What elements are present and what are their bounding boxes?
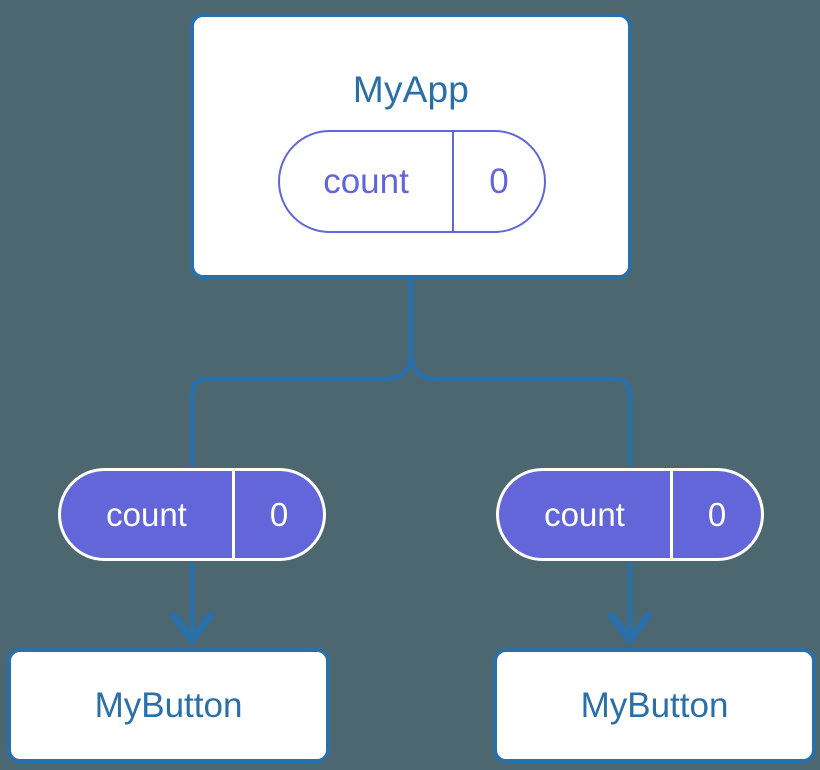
component-myapp-title: MyApp — [352, 69, 470, 110]
state-chip-right[interactable]: count 0 — [496, 468, 764, 561]
state-chip-myapp-value: 0 — [489, 162, 509, 201]
state-chip-myapp[interactable]: count 0 — [278, 130, 546, 233]
state-chip-left-key: count — [61, 471, 235, 558]
state-chip-left[interactable]: count 0 — [58, 468, 326, 561]
state-chip-myapp-key: count — [280, 132, 454, 231]
component-mybutton-left[interactable]: MyButton — [7, 648, 330, 763]
right-arrow-icon — [608, 612, 652, 644]
branch-right-line — [408, 351, 633, 466]
state-chip-left-value: 0 — [269, 496, 289, 533]
left-arrow-icon — [170, 612, 214, 644]
component-mybutton-left-label: MyButton — [94, 686, 243, 725]
branch-left-line — [189, 351, 414, 466]
state-chip-right-key: count — [499, 471, 673, 558]
state-chip-right-value: 0 — [707, 496, 727, 533]
component-mybutton-right[interactable]: MyButton — [493, 648, 816, 763]
component-mybutton-right-label: MyButton — [580, 686, 729, 725]
